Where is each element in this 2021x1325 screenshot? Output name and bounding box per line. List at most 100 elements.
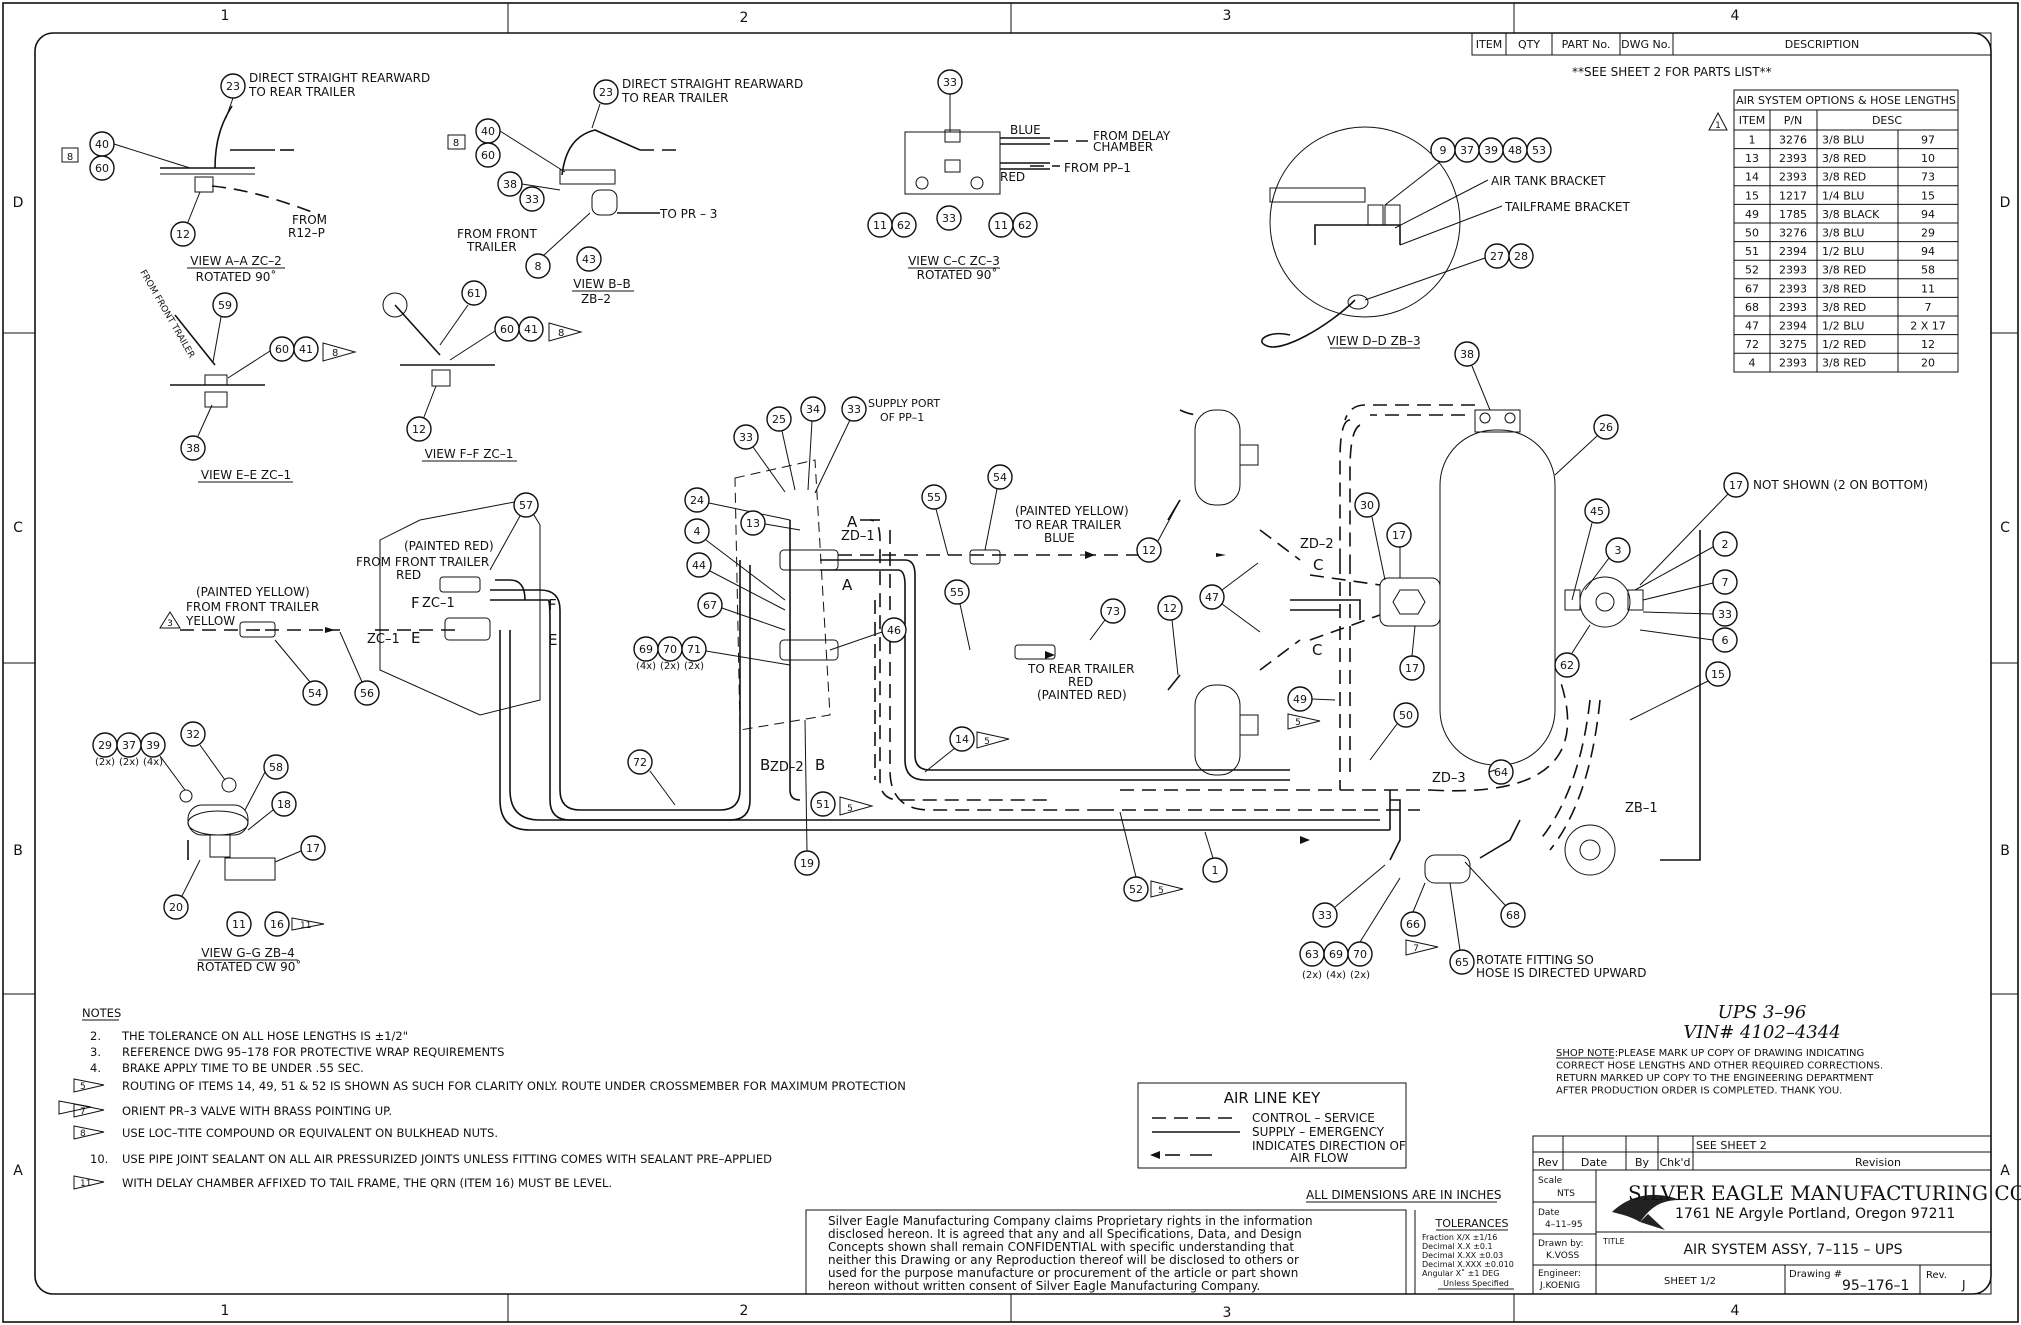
note-mark: 4. (90, 1061, 101, 1075)
zone-label: ZB–1 (1625, 801, 1658, 816)
note-mark: 8 (80, 1129, 86, 1139)
rev-value: J (1961, 1278, 1966, 1292)
column-label: 3 (1223, 1305, 1232, 1321)
view-c-from-delay: FROM DELAY (1093, 129, 1171, 143)
options-cell: 3276 (1779, 227, 1807, 240)
tolerance-line: Angular X˚ ±1 DEG (1422, 1268, 1499, 1278)
svg-text:7: 7 (1413, 944, 1419, 954)
note-mark: 5 (80, 1082, 86, 1092)
dimensions-note: ALL DIMENSIONS ARE IN INCHES (1306, 1188, 1502, 1202)
column-label: 2 (740, 1303, 749, 1319)
svg-text:46: 46 (887, 624, 901, 637)
note-mark: 10. (90, 1152, 108, 1166)
drawn-value: K.VOSS (1546, 1251, 1580, 1261)
options-cell: 51 (1745, 245, 1759, 258)
svg-text:71: 71 (687, 643, 701, 656)
callout-painted-red: RED (396, 568, 421, 582)
svg-text:18: 18 (277, 798, 291, 811)
ups-block: UPS 3–96 VIN# 4102–4344 (1683, 1002, 1840, 1043)
column-label: 2 (740, 10, 749, 26)
svg-text:6: 6 (1722, 634, 1729, 647)
row-label: B (13, 843, 23, 859)
svg-text:33: 33 (1718, 608, 1732, 621)
svg-text:25: 25 (772, 413, 786, 426)
svg-text:26: 26 (1599, 421, 1613, 434)
note-mark: 2. (90, 1029, 101, 1043)
note-mark: 7 (80, 1107, 86, 1117)
note-text: USE LOC–TITE COMPOUND OR EQUIVALENT ON B… (122, 1126, 498, 1140)
view-c-blue: BLUE (1010, 123, 1041, 137)
proprietary-line: Concepts shown shall remain CONFIDENTIAL… (828, 1240, 1294, 1254)
view-d-tailframe: TAILFRAME BRACKET (1504, 200, 1630, 214)
zone-label: ZC–1 (367, 632, 400, 647)
options-cell: 94 (1921, 208, 1935, 221)
air-key-title: AIR LINE KEY (1224, 1089, 1321, 1107)
svg-text:40: 40 (95, 138, 109, 151)
row-label: D (2000, 195, 2011, 211)
options-cell: 1/2 BLU (1822, 320, 1864, 333)
svg-text:41: 41 (524, 323, 538, 336)
svg-text:C: C (1313, 556, 1323, 574)
view-c-c: 33 BLUE RED FROM DELAY CHAMBER FROM PP–1… (867, 69, 1171, 282)
options-cell: 13 (1745, 152, 1759, 165)
qty-label: (2x) (119, 757, 139, 768)
callout-supply-port: OF PP–1 (880, 411, 924, 424)
svg-text:B: B (815, 756, 825, 774)
options-cell: 72 (1745, 338, 1759, 351)
proprietary-line: used for the purpose manufacture or proc… (828, 1266, 1298, 1280)
svg-text:F: F (411, 594, 420, 612)
notes-heading: NOTES (82, 1006, 121, 1020)
zone-label: ZC–1 (422, 596, 455, 611)
view-b-note: DIRECT STRAIGHT REARWARD (622, 77, 803, 91)
svg-text:55: 55 (950, 586, 964, 599)
svg-text:8: 8 (332, 348, 338, 359)
svg-text:38: 38 (186, 442, 200, 455)
scale-label: Scale (1538, 1176, 1563, 1186)
callout-painted-yellow: (PAINTED YELLOW) (196, 585, 310, 599)
options-cell: 97 (1921, 134, 1935, 147)
options-cell: 58 (1921, 264, 1935, 277)
options-cell: 20 (1921, 357, 1935, 370)
parts-list-header: ITEM QTY PART No. DWG No. DESCRIPTION (1471, 32, 1992, 56)
qty-label: (4x) (143, 757, 163, 768)
svg-text:62: 62 (1018, 219, 1032, 232)
svg-text:70: 70 (1353, 948, 1367, 961)
shop-note: SHOP NOTE: PLEASE MARK UP COPY OF DRAWIN… (1556, 1048, 1883, 1097)
svg-text:60: 60 (275, 343, 289, 356)
svg-text:61: 61 (467, 287, 481, 300)
svg-text:62: 62 (1560, 659, 1574, 672)
view-e-title: VIEW E–E ZC–1 (201, 468, 291, 482)
qty-label: (2x) (1350, 970, 1370, 981)
see-sheet-2: SEE SHEET 2 (1696, 1139, 1767, 1152)
svg-text:8: 8 (67, 152, 73, 163)
header-qty: QTY (1518, 38, 1540, 51)
view-b-title: VIEW B–B (573, 277, 630, 291)
svg-text:62: 62 (897, 219, 911, 232)
view-b-from2: TRAILER (466, 240, 517, 254)
hose-options-table: AIR SYSTEM OPTIONS & HOSE LENGTHS ITEM P… (1733, 89, 1959, 373)
options-cell: 2394 (1779, 245, 1807, 258)
callout-not-shown: NOT SHOWN (2 ON BOTTOM) (1753, 478, 1928, 492)
rev-col: Rev (1538, 1156, 1559, 1169)
zone-label: ZD–2 (1300, 537, 1334, 552)
svg-text:3: 3 (167, 619, 173, 629)
ups-line2: VIN# 4102–4344 (1683, 1022, 1840, 1043)
qty-label: (2x) (1302, 970, 1322, 981)
svg-text:41: 41 (299, 343, 313, 356)
options-cell: 2393 (1779, 357, 1807, 370)
callout-painted-yellow-rear: TO REAR TRAILER (1014, 518, 1121, 532)
callout-painted-yellow-rear: (PAINTED YELLOW) (1015, 504, 1129, 518)
drawing-number: 95–176–1 (1842, 1278, 1909, 1294)
shop-note-line: AFTER PRODUCTION ORDER IS COMPLETED. THA… (1556, 1086, 1842, 1097)
view-c-sub: ROTATED 90˚ (917, 267, 998, 282)
svg-text:60: 60 (95, 162, 109, 175)
column-label: 4 (1731, 8, 1740, 24)
options-cell: 3/8 BLU (1822, 134, 1864, 147)
title-block: SEE SHEET 2 Rev Date By Chk'd Revision S… (1532, 1135, 2021, 1295)
header-dwg-no: DWG No. (1621, 38, 1671, 51)
proprietary-line: disclosed hereon. It is agreed that any … (828, 1227, 1302, 1241)
callout-rotate-fitting: HOSE IS DIRECTED UPWARD (1476, 966, 1647, 980)
tolerances-title: TOLERANCES (1434, 1217, 1508, 1230)
view-c-from-delay2: CHAMBER (1093, 140, 1153, 154)
svg-text:30: 30 (1360, 499, 1374, 512)
